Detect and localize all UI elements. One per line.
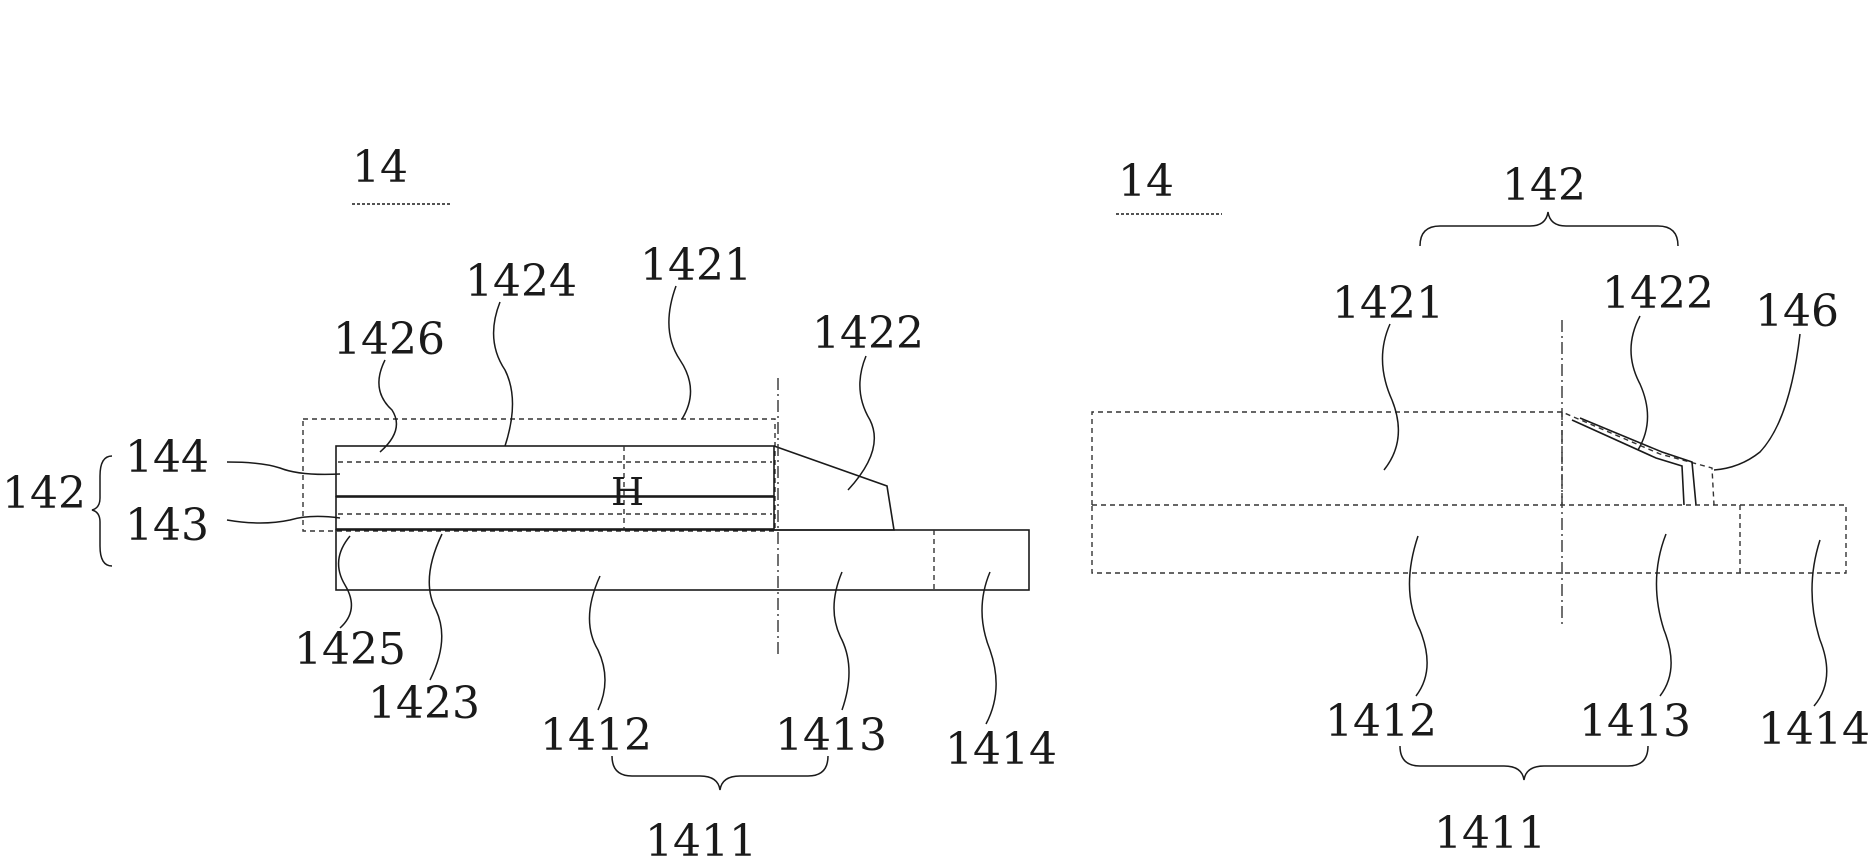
left-leader-1423 [429, 534, 442, 680]
right-leader-1414 [1812, 540, 1827, 706]
left-label-1423: 1423 [368, 678, 480, 729]
left-label-1425: 1425 [294, 624, 406, 675]
left-layer-144 [336, 446, 774, 496]
right-base-1411 [1092, 505, 1846, 573]
right-leader-1413 [1656, 534, 1671, 696]
left-bracket-142 [92, 456, 112, 566]
right-label-1413: 1413 [1579, 696, 1691, 747]
left-label-143: 143 [125, 500, 209, 551]
left-label-142: 142 [2, 468, 86, 519]
left-part-1422 [774, 446, 894, 530]
left-leader-1421 [669, 286, 691, 419]
left-leader-1412 [589, 576, 605, 710]
left-label-1422: 1422 [812, 308, 924, 359]
left-label-1426: 1426 [333, 314, 445, 365]
left-layer-143 [336, 497, 774, 529]
right-leader-1421 [1382, 324, 1398, 470]
left-leader-1422 [848, 356, 874, 490]
right-label-1412: 1412 [1325, 696, 1437, 747]
left-leader-144 [227, 462, 340, 474]
left-brace-1411 [612, 756, 828, 790]
right-leader-1412 [1409, 536, 1427, 696]
left-leader-1426 [379, 360, 397, 452]
left-label-1421: 1421 [640, 240, 752, 291]
left-label-1424: 1424 [465, 256, 577, 307]
right-figure-label: 14 [1118, 156, 1174, 207]
left-leader-1413 [834, 572, 849, 710]
left-view: 14 142 144 143 1426 1424 1421 1422 H [2, 142, 1057, 861]
left-leader-143 [227, 516, 340, 523]
right-label-1414: 1414 [1758, 704, 1870, 755]
left-label-1414: 1414 [945, 724, 1057, 775]
right-view: 14 142 1421 1422 146 1412 1413 1414 1411 [1092, 156, 1870, 859]
right-label-1421: 1421 [1332, 278, 1444, 329]
left-label-144: 144 [125, 432, 209, 483]
right-wedge-146-inner [1572, 420, 1684, 505]
right-brace-1411 [1400, 746, 1648, 780]
right-label-1422: 1422 [1602, 268, 1714, 319]
right-leader-1422 [1631, 316, 1648, 450]
left-figure-label: 14 [352, 142, 408, 193]
right-leader-146 [1714, 334, 1800, 470]
right-brace-142 [1420, 212, 1678, 246]
left-leader-1414 [982, 572, 996, 724]
right-label-146: 146 [1755, 286, 1839, 337]
left-label-1413: 1413 [775, 710, 887, 761]
left-leader-1424 [494, 302, 513, 446]
left-leader-1425 [339, 536, 352, 628]
left-label-1412: 1412 [540, 710, 652, 761]
left-height-mark: H [611, 470, 644, 514]
right-label-142: 142 [1502, 160, 1586, 211]
right-part-142 [1092, 412, 1714, 505]
left-label-1411: 1411 [645, 816, 757, 861]
right-label-1411: 1411 [1434, 808, 1546, 859]
